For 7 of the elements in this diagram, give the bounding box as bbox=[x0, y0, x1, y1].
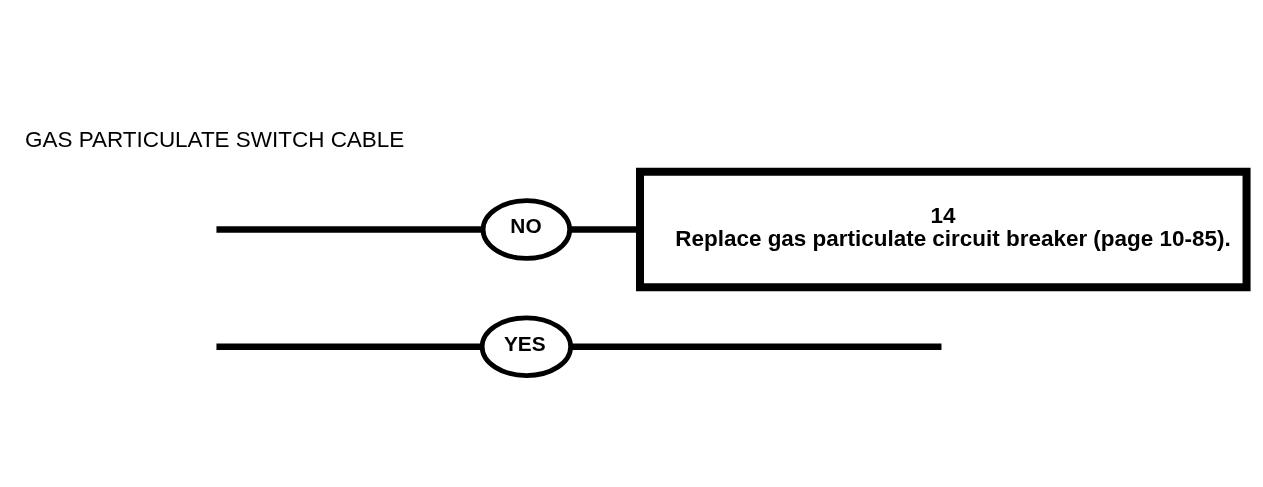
label: GAS PARTICULATE SWITCH CABLE bbox=[24, 126, 405, 152]
connector bbox=[571, 343, 942, 350]
node-ellipse: YES bbox=[479, 314, 574, 378]
connector bbox=[216, 343, 482, 350]
node-box: 14 Replace gas particulate circuit breaker (page 10-85). bbox=[636, 167, 1251, 291]
node-ellipse: NO bbox=[480, 197, 573, 261]
connector bbox=[216, 225, 483, 233]
